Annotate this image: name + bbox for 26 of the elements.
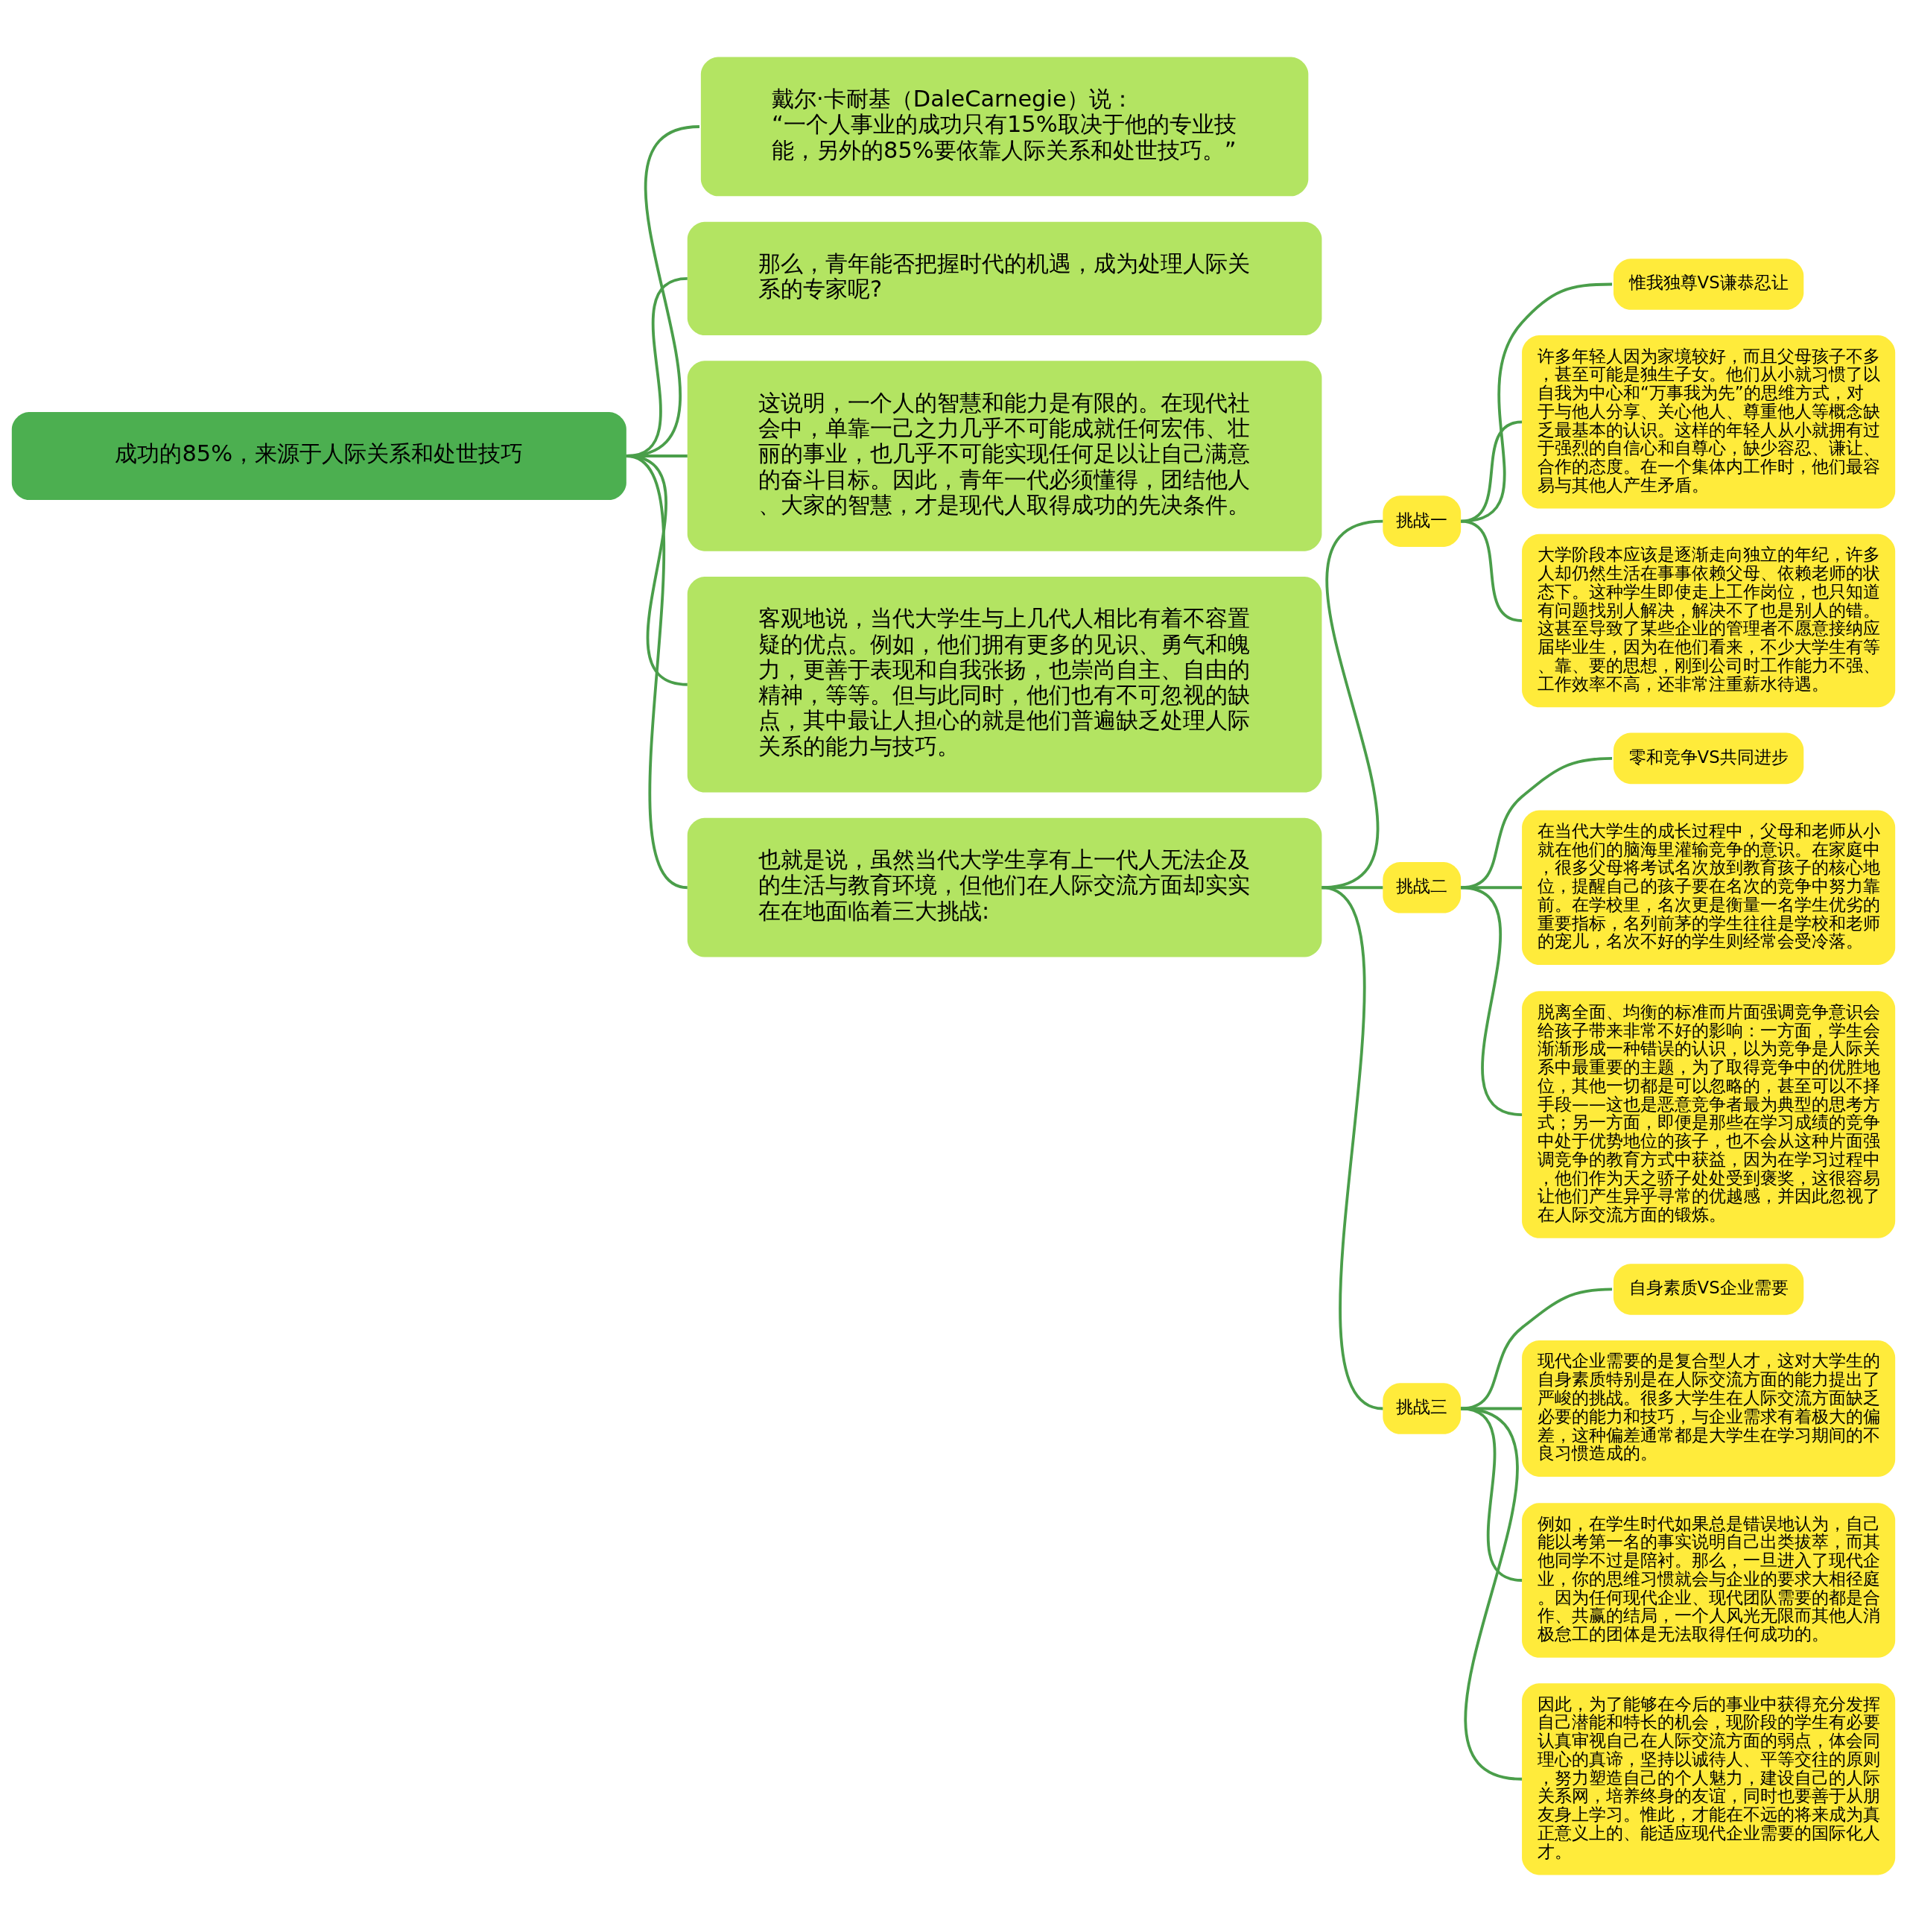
node-box: 零和竞争VS共同进步 (1613, 732, 1804, 785)
node-box: 挑战一 (1383, 495, 1462, 547)
connector (1460, 1407, 1523, 1582)
connector (1460, 886, 1523, 1116)
node-box: 自身素质VS企业需要 (1613, 1264, 1804, 1315)
connector (1460, 519, 1523, 622)
node-box: 脱离全面、均衡的标准而片面强调竞争意识会给孩子带来非常不好的影响：一方面，学生会渐渐形成一种错误的认识，以为竞争是人际关系中最重要的主题，为了取得竞争中的优胜地位，其他一切都是可以忽略的，甚至可以不择手段——这也是恶意竞争者最为典型的思考方式；另一方面，即便是那些在学习成绩的竞争中处于优势地位的孩子，也不会从这种片面强调竞争的教育方式中获益，因为在学习过程中，他们作为天之骄子处处受到褒奖，这很容易让他们产生异乎寻常的优越感，并因此忽视了在人际交流方面的锻炼。 (1522, 991, 1896, 1238)
node-box: 大学阶段本应该是逐渐走向独立的年纪，许多人却仍然生活在事事依赖父母、依赖老师的状态下。这种学生即使走上工作岗位，也只知道有问题找别人解决，解决不了也是别人的错。这甚至导致了某些企业的管理者不愿意接纳应届毕业生，因为在他们看来，不少大学生有等、靠、要的思想，刚到公司时工作能力不强、工作效率不高，还非常注重薪水待遇。 (1522, 533, 1896, 708)
node-box: 这说明，一个人的智慧和能力是有限的。在现代社会中，单靠一己之力几乎不可能成就任何宏伟、壮丽的事业，也几乎不可能实现任何足以让自己满意的奋斗目标。因此，青年一代必须懂得，团结他人、大家的智慧，才是现代人取得成功的先决条件。 (687, 361, 1322, 551)
node-box: 因此，为了能够在今后的事业中获得充分发挥自己潜能和特长的机会，现阶段的学生有必要认真审视自己在人际交流方面的弱点，体会同理心的真谛，坚持以诚待人、平等交往的原则，努力塑造自己的个人魅力，建设自己的人际关系网，培养终身的友谊，同时也要善于从朋友身上学习。惟此，才能在不远的将来成为真正意义上的、能适应现代企业需要的国际化人才。 (1522, 1683, 1896, 1875)
node-box: 戴尔·卡耐基（DaleCarnegie）说：“一个人事业的成功只有15%取决于他的专业技能，另外的85%要依靠人际关系和处世技巧。” (700, 57, 1309, 197)
node-box: 在当代大学生的成长过程中，父母和老师从小就在他们的脑海里灌输竞争的意识。在家庭中，很多父母将考试名次放到教育孩子的核心地位，提醒自己的孩子要在名次的竞争中努力靠前。在学校里，名次更是衡量一名学生优劣的重要指标，名列前茅的学生往往是学校和老师的宠儿，名次不好的学生则经常会受冷落。 (1522, 810, 1896, 966)
node-box: 挑战二 (1383, 861, 1462, 913)
node-box: 惟我独尊VS谦恭忍让 (1613, 259, 1804, 310)
node-box: 许多年轻人因为家境较好，而且父母孩子不多，甚至可能是独生子女。他们从小就习惯了以自我为中心和“万事我为先”的思维方式，对于与他人分享、关心他人、尊重他人等概念缺乏最基本的认识。这样的年轻人从小就拥有过于强烈的自信心和自尊心，缺少容忍、谦让、合作的态度。在一个集体内工作时，他们最容易与其他人产生矛盾。 (1522, 335, 1896, 509)
connector (626, 455, 688, 889)
connector (1460, 1288, 1613, 1410)
node-box: 那么，青年能否把握时代的机遇，成为处理人际关系的专家呢? (687, 221, 1322, 336)
node-box: 挑战三 (1383, 1383, 1462, 1434)
connector (1321, 886, 1384, 1410)
node-box: 客观地说，当代大学生与上几代人相比有着不容置疑的优点。例如，他们拥有更多的见识、勇气和魄力，更善于表现和自我张扬，也崇尚自主、自由的精神，等等。但与此同时，他们也有不可忽视的缺点，其中最让人担心的就是他们普遍缺乏处理人际关系的能力与技巧。 (687, 576, 1322, 793)
connector (1460, 1407, 1523, 1781)
node-box: 现代企业需要的是复合型人才，这对大学生的自身素质特别是在人际交流方面的能力提出了严峻的挑战。很多大学生在人际交流方面缺乏必要的能力和技巧，与企业需求有着极大的偏差，这种偏差通常都是大学生在学习期间的不良习惯造成的。 (1522, 1340, 1896, 1477)
node-box: 成功的85%，来源于人际关系和处世技巧 (11, 411, 626, 501)
node-box: 例如，在学生时代如果总是错误地认为，自己能以考第一名的事实说明自己出类拔萃，而其他同学不过是陪衬。那么，一旦进入了现代企业，你的思维习惯就会与企业的要求大相径庭。因为任何现代企业、现代团队需要的都是合作、共赢的结局，一个人风光无限而其他人消极怠工的团体是无法取得任何成功的。 (1522, 1503, 1896, 1658)
node-box: 也就是说，虽然当代大学生享有上一代人无法企及的生活与教育环境，但他们在人际交流方面却实实在在地面临着三大挑战: (687, 817, 1322, 957)
